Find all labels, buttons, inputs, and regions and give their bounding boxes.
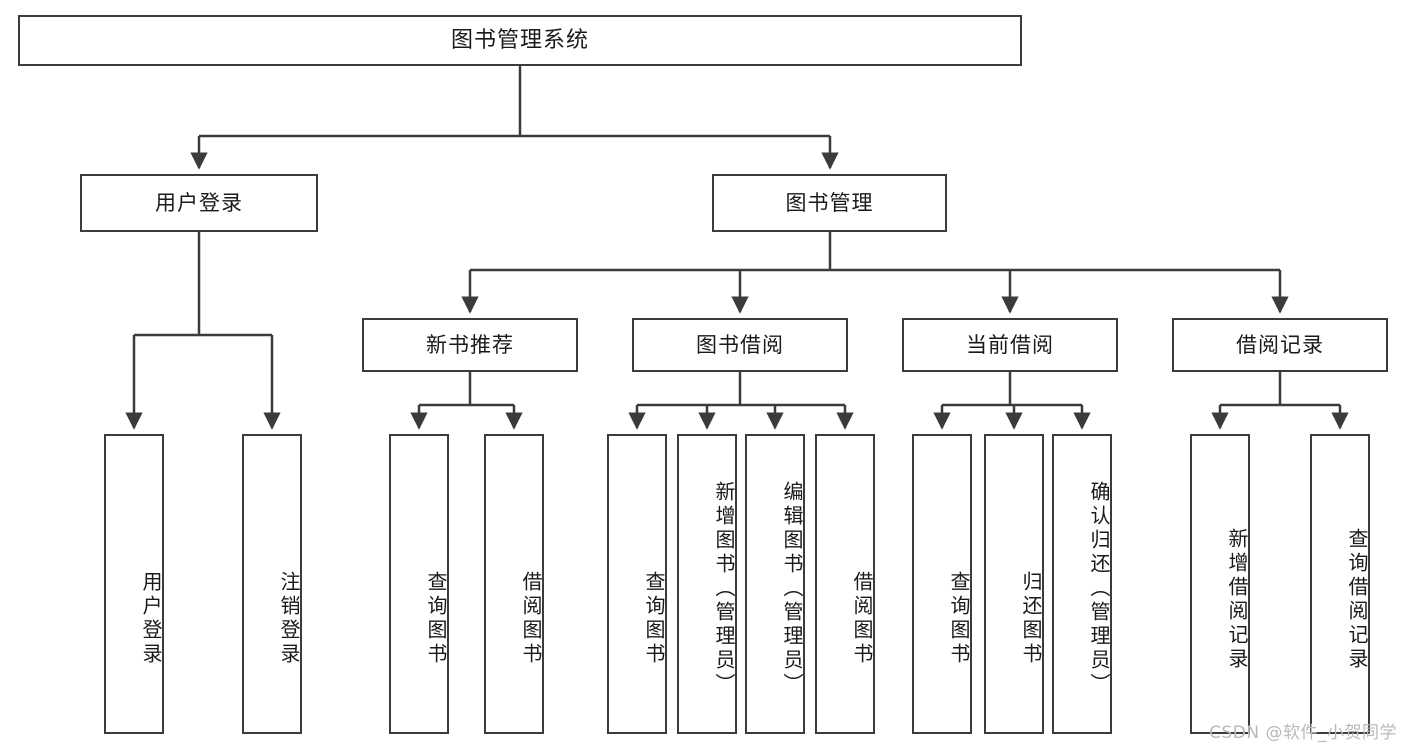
node-leaf-query-book-2[interactable]: 查询图书 — [607, 434, 667, 734]
node-leaf-query-book-3-label: 查询图书 — [947, 571, 971, 667]
node-root[interactable]: 图书管理系统 — [18, 15, 1022, 66]
node-current-borrow-label: 当前借阅 — [966, 332, 1054, 357]
node-leaf-edit-book-admin[interactable]: 编辑图书（管理员） — [745, 434, 805, 734]
node-borrow-record-label: 借阅记录 — [1236, 332, 1324, 357]
node-leaf-borrow-book-2[interactable]: 借阅图书 — [815, 434, 875, 734]
node-leaf-add-book-admin[interactable]: 新增图书（管理员） — [677, 434, 737, 734]
node-leaf-query-book-1[interactable]: 查询图书 — [389, 434, 449, 734]
node-book-borrow-label: 图书借阅 — [696, 332, 784, 357]
node-leaf-query-book-3[interactable]: 查询图书 — [912, 434, 972, 734]
node-leaf-edit-book-admin-label: 编辑图书（管理员） — [780, 481, 804, 697]
node-leaf-borrow-book-1[interactable]: 借阅图书 — [484, 434, 544, 734]
node-current-borrow[interactable]: 当前借阅 — [902, 318, 1118, 372]
watermark-text: CSDN @软件_小贺同学 — [1209, 723, 1397, 743]
node-leaf-query-book-2-label: 查询图书 — [642, 571, 666, 667]
node-leaf-query-borrow-record-label: 查询借阅记录 — [1345, 528, 1369, 672]
node-book-borrow[interactable]: 图书借阅 — [632, 318, 848, 372]
node-leaf-user-login-label: 用户登录 — [139, 571, 163, 667]
node-user-login[interactable]: 用户登录 — [80, 174, 318, 232]
node-book-manage-label: 图书管理 — [785, 190, 874, 215]
node-leaf-add-book-admin-label: 新增图书（管理员） — [712, 481, 736, 697]
node-new-book-rec[interactable]: 新书推荐 — [362, 318, 578, 372]
node-leaf-return-book[interactable]: 归还图书 — [984, 434, 1044, 734]
node-new-book-rec-label: 新书推荐 — [426, 332, 514, 357]
node-leaf-confirm-return-admin[interactable]: 确认归还（管理员） — [1052, 434, 1112, 734]
node-leaf-confirm-return-admin-label: 确认归还（管理员） — [1087, 481, 1111, 697]
node-leaf-user-logout[interactable]: 注销登录 — [242, 434, 302, 734]
node-leaf-query-borrow-record[interactable]: 查询借阅记录 — [1310, 434, 1370, 734]
node-book-manage[interactable]: 图书管理 — [712, 174, 947, 232]
node-user-login-label: 用户登录 — [155, 190, 243, 215]
node-leaf-return-book-label: 归还图书 — [1019, 571, 1043, 667]
node-leaf-borrow-book-1-label: 借阅图书 — [519, 571, 543, 667]
node-leaf-add-borrow-record[interactable]: 新增借阅记录 — [1190, 434, 1250, 734]
node-leaf-user-logout-label: 注销登录 — [277, 571, 301, 667]
node-leaf-borrow-book-2-label: 借阅图书 — [850, 571, 874, 667]
node-leaf-add-borrow-record-label: 新增借阅记录 — [1225, 528, 1249, 672]
node-root-label: 图书管理系统 — [450, 27, 589, 53]
node-leaf-query-book-1-label: 查询图书 — [424, 571, 448, 667]
node-leaf-user-login[interactable]: 用户登录 — [104, 434, 164, 734]
node-borrow-record[interactable]: 借阅记录 — [1172, 318, 1388, 372]
